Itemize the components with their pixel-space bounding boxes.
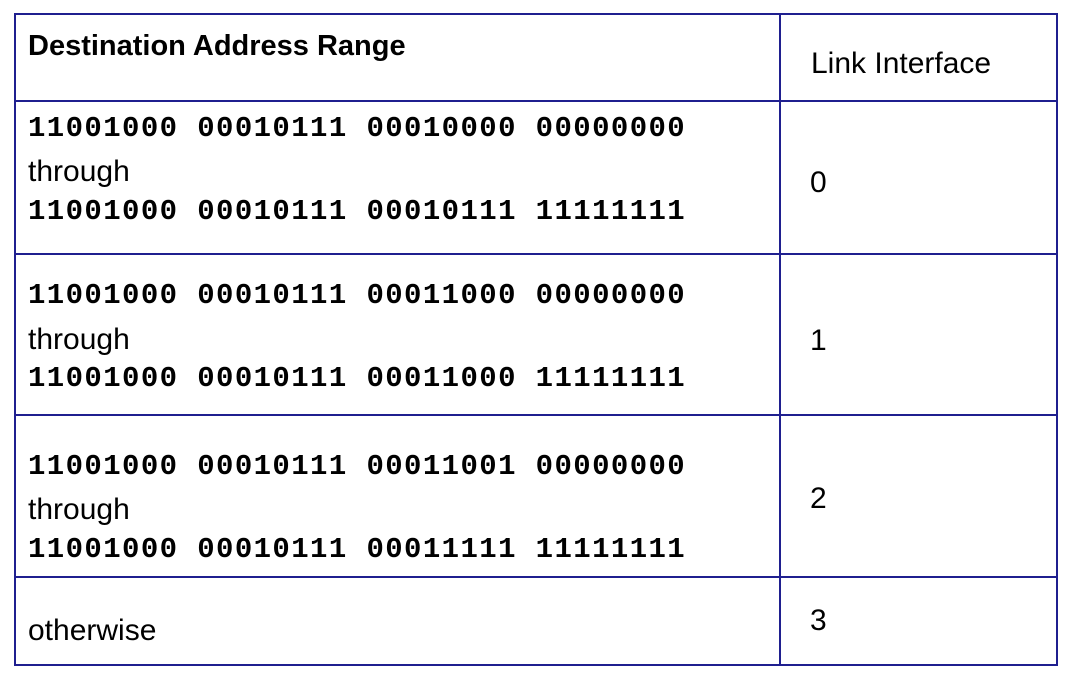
range-start-row-0: 11001000 00010111 00010000 00000000 xyxy=(28,112,687,145)
header-link-interface: Link Interface xyxy=(811,47,992,80)
otherwise-label: otherwise xyxy=(28,614,157,647)
row-divider-header xyxy=(14,100,1058,102)
header-destination-range: Destination Address Range xyxy=(28,30,406,62)
interface-row-1: 1 xyxy=(810,324,827,357)
range-start-row-2: 11001000 00010111 00011001 00000000 xyxy=(28,450,687,483)
through-label-row-1: through xyxy=(28,323,130,356)
row-divider-1 xyxy=(14,253,1058,255)
row-divider-2 xyxy=(14,414,1058,416)
interface-otherwise: 3 xyxy=(810,604,827,637)
forwarding-table: Destination Address Range Link Interface… xyxy=(14,13,1058,666)
column-divider xyxy=(779,13,781,666)
range-end-row-0: 11001000 00010111 00010111 11111111 xyxy=(28,195,687,228)
row-divider-3 xyxy=(14,576,1058,578)
range-end-row-1: 11001000 00010111 00011000 11111111 xyxy=(28,362,687,395)
range-end-row-2: 11001000 00010111 00011111 11111111 xyxy=(28,533,687,566)
through-label-row-0: through xyxy=(28,155,130,188)
interface-row-2: 2 xyxy=(810,482,827,515)
interface-row-0: 0 xyxy=(810,166,827,199)
through-label-row-2: through xyxy=(28,493,130,526)
range-start-row-1: 11001000 00010111 00011000 00000000 xyxy=(28,279,687,312)
